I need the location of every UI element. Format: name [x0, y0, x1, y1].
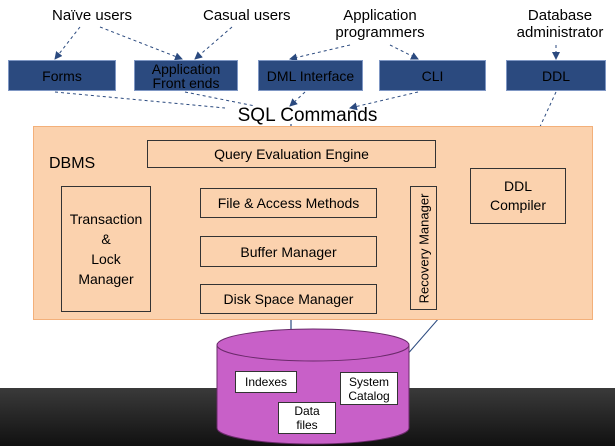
tlm-line4: Manager	[78, 271, 134, 287]
file-access-methods-label: File & Access Methods	[217, 195, 360, 211]
cli-label: CLI	[421, 67, 444, 84]
arrow-ddl-compiler	[520, 91, 557, 169]
data-files-line2: files	[296, 418, 318, 432]
buffer-manager-label: Buffer Manager	[240, 243, 337, 260]
tlm-line2: &	[101, 231, 111, 247]
arrow-programmers-dml	[289, 44, 351, 62]
sql-commands-label: SQL Commands	[237, 105, 378, 126]
transaction-lock-manager-box: Transaction & Lock Manager	[61, 186, 151, 312]
query-evaluation-engine-label: Query Evaluation Engine	[214, 146, 369, 162]
system-catalog-line1: System	[348, 374, 389, 389]
ddl-compiler-box: DDL Compiler	[470, 168, 566, 224]
dml-interface-box: DML Interface	[258, 60, 363, 91]
buffer-manager-box: Buffer Manager	[200, 236, 377, 267]
arrow-naive-appfront	[99, 26, 183, 61]
recovery-manager-box: Recovery Manager	[410, 186, 437, 310]
disk-space-manager-label: Disk Space Manager	[223, 291, 354, 307]
tlm-line3: Lock	[91, 251, 121, 267]
arrow-casual-appfront	[194, 26, 233, 60]
programmers-line2: programmers	[335, 24, 425, 41]
indexes-text: Indexes	[244, 375, 288, 389]
dba-line1: Database	[527, 7, 593, 24]
data-files-label: Data files	[278, 402, 336, 434]
tlm-line1: Transaction	[69, 211, 143, 227]
programmers-line1: Application	[343, 7, 417, 24]
data-files-line1: Data	[294, 404, 320, 418]
ddl-compiler-line2: Compiler	[489, 197, 546, 213]
ddl-compiler-line1: DDL	[503, 178, 532, 194]
arrow-programmers-cli	[389, 44, 419, 60]
ddl-box: DDL	[506, 60, 606, 91]
system-catalog-line2: Catalog	[348, 388, 390, 403]
database-administrator-label: Database administrator	[510, 7, 610, 41]
ddl-label: DDL	[541, 67, 570, 84]
cli-box: CLI	[379, 60, 486, 91]
naive-users-label: Naïve users	[52, 7, 133, 24]
app-front-ends-line2: Front ends	[152, 74, 220, 91]
application-programmers-label: Application programmers	[325, 7, 435, 41]
indexes-label: Indexes	[235, 371, 297, 393]
system-catalog-label: System Catalog	[340, 372, 398, 405]
file-access-methods-box: File & Access Methods	[200, 188, 377, 218]
forms-label: Forms	[42, 67, 82, 84]
query-evaluation-engine-box: Query Evaluation Engine	[147, 140, 436, 168]
dba-line2: administrator	[516, 24, 604, 41]
dml-interface-label: DML Interface	[266, 67, 355, 84]
line-forms-sql	[54, 91, 226, 109]
database-cylinder	[216, 328, 410, 445]
arrow-naive-forms	[54, 26, 81, 60]
recovery-manager-label: Recovery Manager	[416, 193, 432, 303]
app-front-ends-line1: Application	[151, 60, 221, 77]
line-dml-sql	[289, 91, 306, 107]
disk-space-manager-box: Disk Space Manager	[200, 284, 377, 314]
line-appfront-sql	[184, 91, 256, 107]
dbms-label: DBMS	[49, 155, 96, 172]
application-front-ends-box: Application Front ends	[134, 60, 238, 91]
casual-users-label: Casual users	[203, 7, 291, 24]
forms-box: Forms	[8, 60, 116, 91]
